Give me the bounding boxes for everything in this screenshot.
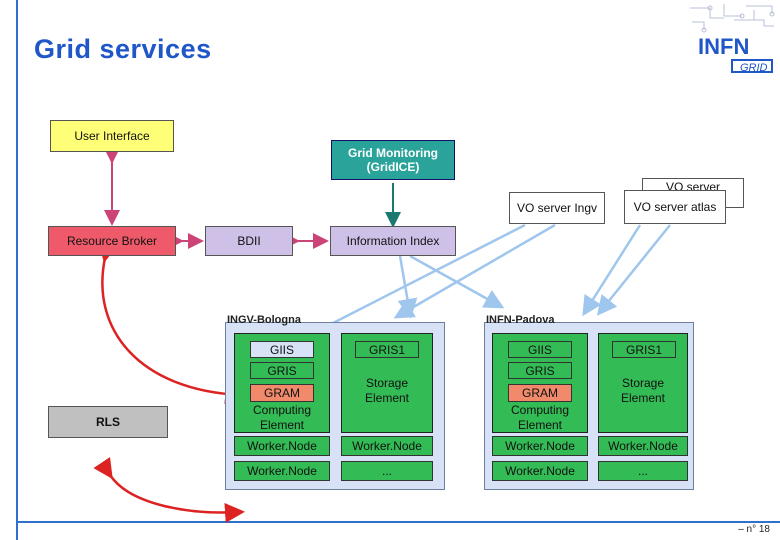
gris1-bologna: GRIS1 <box>355 341 419 358</box>
gram-bologna: GRAM <box>250 384 314 402</box>
bottom-red-link <box>93 456 245 523</box>
index-padova-link <box>409 254 505 309</box>
vo-server-atlas-box: VO server atlas <box>624 190 726 224</box>
gris-padova: GRIS <box>508 362 572 379</box>
site-label-ingv-bologna: INGV-Bologna <box>227 314 301 326</box>
user-interface-box: User Interface <box>50 120 174 152</box>
grid-monitoring-box: Grid Monitoring (GridICE) <box>331 140 455 180</box>
gris-bologna: GRIS <box>250 362 314 379</box>
rls-box: RLS <box>48 406 168 438</box>
site-label-infn-padova: INFN-Padova <box>486 314 555 326</box>
worker-node-bologna-2: Worker.Node <box>341 436 433 456</box>
infn-grid-logo-icon: INFN GRID <box>690 4 775 74</box>
rb-gram-link <box>98 241 245 405</box>
giis-padova: GIIS <box>508 341 572 358</box>
left-rule <box>16 0 18 540</box>
atlas-bologna-link <box>582 224 642 317</box>
computing-element-label-bologna: Computing Element <box>252 403 312 432</box>
bottom-rule <box>16 521 780 523</box>
worker-node-padova-3: Worker.Node <box>492 461 588 481</box>
logo-subtext: GRID <box>740 62 768 74</box>
gram-padova: GRAM <box>508 384 572 402</box>
information-index-box: Information Index <box>330 226 456 256</box>
giis-bologna: GIIS <box>250 341 314 358</box>
page-number: – n° 18 <box>738 524 770 535</box>
storage-element-label-padova: Storage Element <box>620 376 666 405</box>
worker-node-padova-4: ... <box>598 461 688 481</box>
resource-broker-box: Resource Broker <box>48 226 176 256</box>
worker-node-padova-2: Worker.Node <box>598 436 688 456</box>
worker-node-bologna-1: Worker.Node <box>234 436 330 456</box>
gris1-padova: GRIS1 <box>612 341 676 358</box>
atlas-padova-link <box>596 224 671 316</box>
computing-element-label-padova: Computing Element <box>510 403 570 432</box>
vo-server-ingv-box: VO server Ingv <box>509 192 605 224</box>
worker-node-bologna-4: ... <box>341 461 433 481</box>
page-title: Grid services <box>34 34 212 64</box>
worker-node-padova-1: Worker.Node <box>492 436 588 456</box>
storage-element-label-bologna: Storage Element <box>364 376 410 405</box>
logo-text: INFN <box>698 34 749 59</box>
worker-node-bologna-3: Worker.Node <box>234 461 330 481</box>
ingv-bologna-link <box>393 223 556 319</box>
bdii-box: BDII <box>205 226 293 256</box>
